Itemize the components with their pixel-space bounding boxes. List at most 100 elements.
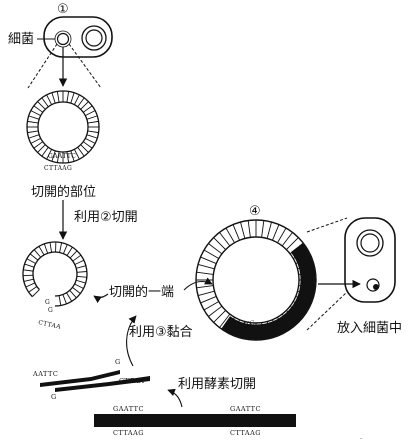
donor-top-left: GAATTC [113,405,144,413]
bacterium-top-plasmid [56,32,70,46]
base-pair-rung [30,137,41,144]
zoom-line-left [27,43,58,89]
zoom-line-right [68,43,102,89]
bacterium-right-chromosome-inner [360,233,380,253]
base-pair-rung [203,301,219,311]
base-pair-rung [208,305,223,317]
step-join-label: 利用③黏合 [129,324,193,340]
zoom-line-upper [306,217,348,233]
base-pair-rung [26,258,36,264]
cut-end-label: 切開的一端 [109,284,174,300]
base-pair-rung [41,146,49,157]
base-pair-rung [25,282,36,288]
base-pair-rung [85,110,96,117]
base-pair-rung [69,250,78,259]
bacterium-right-insert-dot [373,284,379,290]
base-pair-rung [200,296,217,304]
arrow-join [126,315,137,367]
base-pair-rung [56,91,60,103]
base-pair-rung [49,242,53,253]
base-pair-rung [66,151,70,163]
base-pair-rung [75,279,86,284]
base-pair-rung [66,246,73,256]
frag-g-top: G [115,358,121,366]
donor-top-right: GAATTC [230,405,261,413]
base-pair-rung [70,92,75,104]
base-pair-rung [58,295,62,306]
base-pair-rung [30,110,41,117]
base-pair-rung [225,227,235,243]
base-pair-rung [266,221,272,239]
donor-bottom-right: CTTAAG [230,429,261,437]
base-pair-rung [208,243,223,255]
base-pair-rung [37,101,46,110]
base-pair-rung [28,115,40,120]
cut-open-seq: CTTAA [38,319,62,331]
base-pair-rung [43,243,49,254]
base-pair-rung [86,134,98,139]
base-pair-rung [27,130,39,134]
base-pair-rung [70,150,75,162]
base-pair-rung [286,237,299,250]
base-pair-rung [59,242,63,253]
base-pair-rung [66,292,73,302]
bacterium-right-plasmid [366,278,380,292]
base-pair-rung [80,101,89,110]
base-pair-rung [72,254,82,262]
base-pair-rung [196,285,214,289]
base-pair-rung [197,290,215,296]
base-pair-rung [196,271,214,275]
base-pair-rung [86,115,98,120]
frag-right-bottom: CTTAA [119,377,144,385]
base-pair-rung [213,310,226,323]
base-pair-rung [85,137,96,144]
base-pair-rung [27,120,39,124]
base-pair-rung [28,134,40,139]
base-pair-rung [73,149,80,160]
donor-dna [94,414,296,427]
base-pair-rung [69,290,77,299]
frag-g-bottom: G [51,393,57,401]
base-pair-rung [63,244,68,254]
fragment-bottom-strand [55,376,150,392]
bacterium-label: 細菌 [8,32,34,47]
base-pair-rung [24,263,35,268]
base-pair-rung [240,221,246,239]
base-pair-rung [76,271,87,273]
plasmid-ring-1 [26,90,100,164]
step-number-4: ④ [249,204,261,219]
base-pair-rung [56,151,60,163]
bacterium-top-chromosome-inner [85,29,103,47]
step-number-1: ① [57,2,69,17]
base-pair-rung [37,144,46,153]
fragment-top-strand [40,370,120,387]
base-pair-rung [29,253,39,261]
base-pair-rung [261,220,265,238]
base-pair-rung [281,232,293,247]
base-pair-rung [77,97,85,108]
base-pair-rung [32,289,40,297]
base-pair-rung [62,294,67,305]
base-pair-rung [272,224,280,241]
base-pair-rung [200,256,217,264]
base-pair-rung [28,286,38,293]
cut-g-bottom: G [48,307,53,314]
cut-site-label: 切開的部位 [31,184,96,200]
base-pair-rung [87,120,99,124]
base-pair-rung [82,141,93,149]
bacterium-right [344,217,396,303]
base-pair-rung [46,149,53,160]
step-enzyme-label: 利用酵素切開 [178,377,256,392]
base-pair-rung [38,246,45,256]
step-cut-label: 利用②切開 [74,210,138,225]
ring1-site-outer: CTTAAG [44,165,72,172]
base-pair-rung [33,141,44,149]
base-pair-rung [247,220,251,238]
base-pair-rung [80,144,89,153]
base-pair-rung [82,105,93,113]
base-pair-rung [33,105,44,113]
base-pair-rung [51,150,56,162]
zoom-line-lower [306,291,348,331]
